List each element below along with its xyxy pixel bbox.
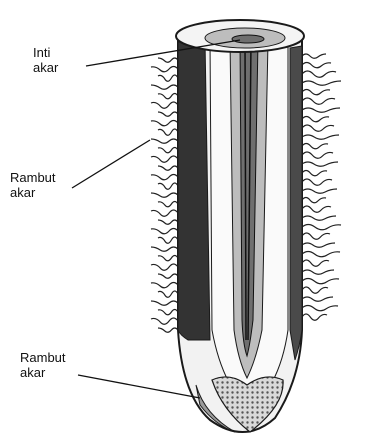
label-core: Inti akar [33, 45, 83, 75]
root-hair [302, 98, 335, 104]
root-hair [151, 210, 178, 216]
root-hair [302, 144, 328, 149]
root-hair [302, 135, 339, 139]
label-root-hair-upper: Rambut akar [10, 170, 70, 200]
root-hair [151, 139, 178, 143]
root-hair [151, 121, 178, 126]
root-hair [158, 112, 178, 116]
root-hair [302, 108, 340, 112]
root-hair [151, 264, 178, 270]
root-hair [151, 85, 178, 89]
root-hair [302, 216, 336, 220]
root-hair [302, 287, 328, 293]
root-hair [158, 183, 178, 189]
cortex-dark-band [178, 40, 210, 340]
root-hair [302, 117, 329, 122]
root-hair [302, 252, 340, 257]
root-hair [302, 297, 333, 301]
root-hair [302, 225, 341, 230]
root-hair [151, 229, 178, 234]
pointer-line-hair-lower [78, 375, 200, 398]
root-hair [158, 328, 178, 332]
root-hair [302, 233, 330, 239]
root-hair [302, 206, 331, 212]
root-hair [302, 171, 327, 176]
root-hair [302, 71, 336, 77]
root-hair [151, 102, 178, 108]
root-hair [302, 125, 334, 131]
root-hair [158, 291, 178, 297]
root-hair [158, 256, 178, 261]
root-hair [151, 193, 178, 197]
root-hair [158, 202, 178, 207]
root-hair [302, 54, 326, 58]
root-hair [151, 283, 178, 288]
root-hair [158, 94, 178, 99]
root-hair [158, 129, 178, 135]
root-hair [158, 166, 178, 170]
root-hair [151, 301, 178, 305]
xylem-line-1 [245, 42, 246, 340]
root-hair [158, 220, 178, 224]
root-hair [302, 189, 337, 193]
root-hair [151, 318, 178, 324]
root-hairs-right [302, 54, 341, 320]
root-hair [302, 243, 335, 247]
root-hair [302, 314, 327, 320]
root-hair [151, 67, 178, 72]
root-hair [158, 58, 178, 62]
root-hair [302, 270, 334, 274]
root-hair [302, 260, 329, 266]
root-hair [158, 310, 178, 315]
root-hair [302, 162, 338, 166]
root-hair [158, 75, 178, 81]
root-hair [158, 274, 178, 278]
pointer-line-hair-upper [72, 140, 150, 188]
root-hair [151, 247, 178, 251]
root-hair [302, 63, 331, 68]
root-hair [302, 279, 339, 284]
root-hair [302, 306, 338, 311]
top-cross-section-core [232, 35, 264, 43]
root-hair [302, 81, 341, 85]
root-hairs-left [151, 58, 178, 332]
root-hair [302, 152, 333, 158]
root-hair [158, 237, 178, 243]
label-root-hair-lower: Rambut akar [20, 350, 80, 380]
root-hair [158, 148, 178, 153]
epidermis-right-dark [290, 46, 302, 360]
root-hair [302, 179, 332, 185]
root-hair [151, 175, 178, 180]
root-hair [302, 90, 330, 95]
root-hair [302, 198, 326, 203]
root-hair [151, 156, 178, 162]
